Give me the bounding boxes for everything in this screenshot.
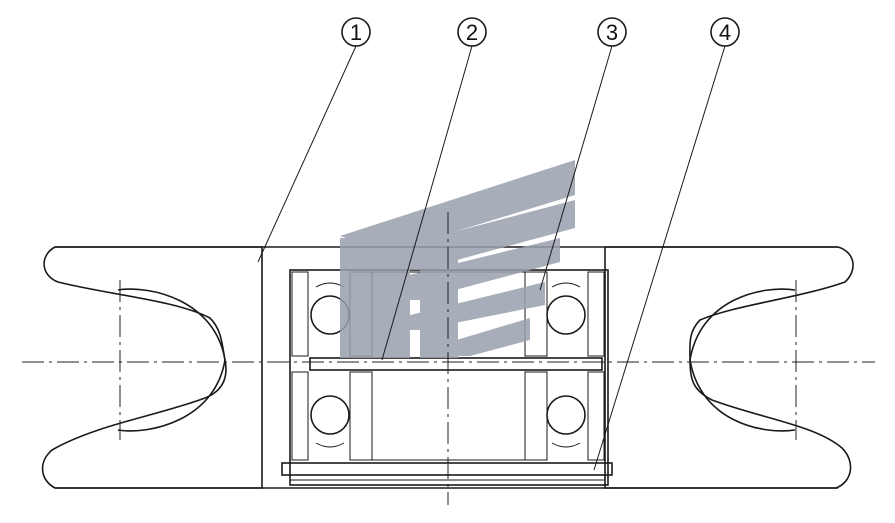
watermark-logo bbox=[340, 160, 575, 358]
leader-1 bbox=[257, 45, 357, 263]
retaining-plate bbox=[281, 462, 613, 476]
leader-3 bbox=[539, 45, 613, 291]
svg-text:1: 1 bbox=[350, 20, 362, 45]
left-groove-upper bbox=[117, 288, 226, 361]
leader-2 bbox=[381, 45, 473, 361]
callout-2: 2 bbox=[457, 17, 487, 47]
callout-4: 4 bbox=[710, 17, 740, 47]
callout-1: 1 bbox=[341, 17, 371, 47]
leader-4 bbox=[593, 45, 726, 471]
left-flange-section bbox=[41, 246, 263, 489]
left-groove-lower bbox=[117, 359, 226, 432]
callout-3: 3 bbox=[597, 17, 627, 47]
right-groove-upper bbox=[689, 288, 796, 361]
svg-text:3: 3 bbox=[606, 20, 618, 45]
right-bearing bbox=[524, 271, 605, 461]
shaft-sleeve bbox=[309, 357, 603, 371]
right-groove-lower bbox=[689, 359, 796, 432]
svg-text:2: 2 bbox=[466, 20, 478, 45]
svg-text:4: 4 bbox=[719, 20, 731, 45]
right-flange-section bbox=[604, 246, 854, 489]
